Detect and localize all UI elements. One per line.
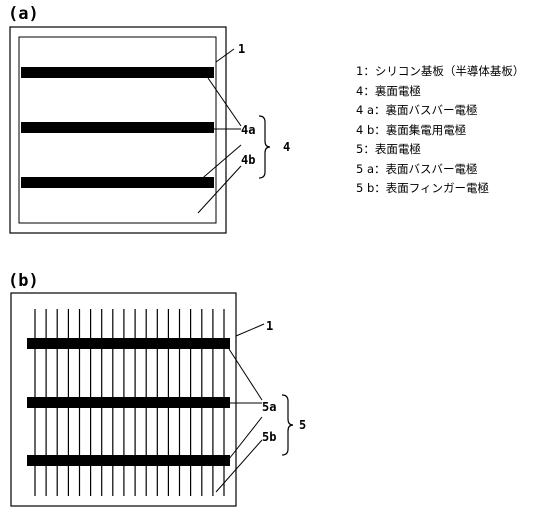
leader-line-5a xyxy=(228,416,263,460)
ref-label-4: 4 xyxy=(283,140,290,154)
legend-item-5a: 5 a：表面バスバー電極 xyxy=(356,161,478,176)
ref-label-5b: 5b xyxy=(262,430,276,444)
leader-line-5a xyxy=(228,348,263,401)
legend: 1：シリコン基板（半導体基板） 4：裏面電極 4 a：裏面バスバー電極 4 b：… xyxy=(356,62,524,199)
ref-label-4a: 4a xyxy=(241,123,255,137)
panel-b-label: (b) xyxy=(8,271,39,291)
front-busbar-electrode xyxy=(27,455,230,466)
legend-item-5: 5：表面電極 xyxy=(356,142,421,156)
silicon-substrate-front xyxy=(10,292,237,507)
leader-line-4a xyxy=(207,77,242,127)
rear-busbar-electrode xyxy=(21,67,214,78)
front-busbar-electrode xyxy=(27,338,230,349)
ref-label-1: 1 xyxy=(266,319,273,333)
silicon-substrate-rear xyxy=(18,36,217,224)
leader-line-5b xyxy=(215,439,263,493)
panel-a-label: (a) xyxy=(8,4,39,24)
legend-item-4b: 4 b：裏面集電用電極 xyxy=(356,122,467,137)
brace-group-4 xyxy=(258,115,271,179)
ref-label-4b: 4b xyxy=(241,153,255,167)
rear-busbar-electrode xyxy=(21,177,214,188)
front-busbar-electrode xyxy=(27,397,230,408)
leader-line-substrate xyxy=(215,48,235,63)
leader-line-substrate xyxy=(235,323,265,337)
brace-group-5 xyxy=(281,394,294,456)
ref-label-5: 5 xyxy=(299,418,306,432)
legend-item-1: 1：シリコン基板（半導体基板） xyxy=(356,64,525,78)
legend-item-4a: 4 a：裏面バスバー電極 xyxy=(356,103,478,117)
ref-label-5a: 5a xyxy=(262,400,276,414)
panel-a-outer-frame xyxy=(9,26,227,234)
leader-line-4b xyxy=(197,165,242,214)
legend-item-5b: 5 b：表面フィンガー電極 xyxy=(356,181,490,195)
ref-label-1: 1 xyxy=(238,42,245,56)
legend-item-4: 4：裏面電極 xyxy=(356,83,421,98)
rear-busbar-electrode xyxy=(21,122,214,133)
leader-line-4a xyxy=(197,144,242,183)
